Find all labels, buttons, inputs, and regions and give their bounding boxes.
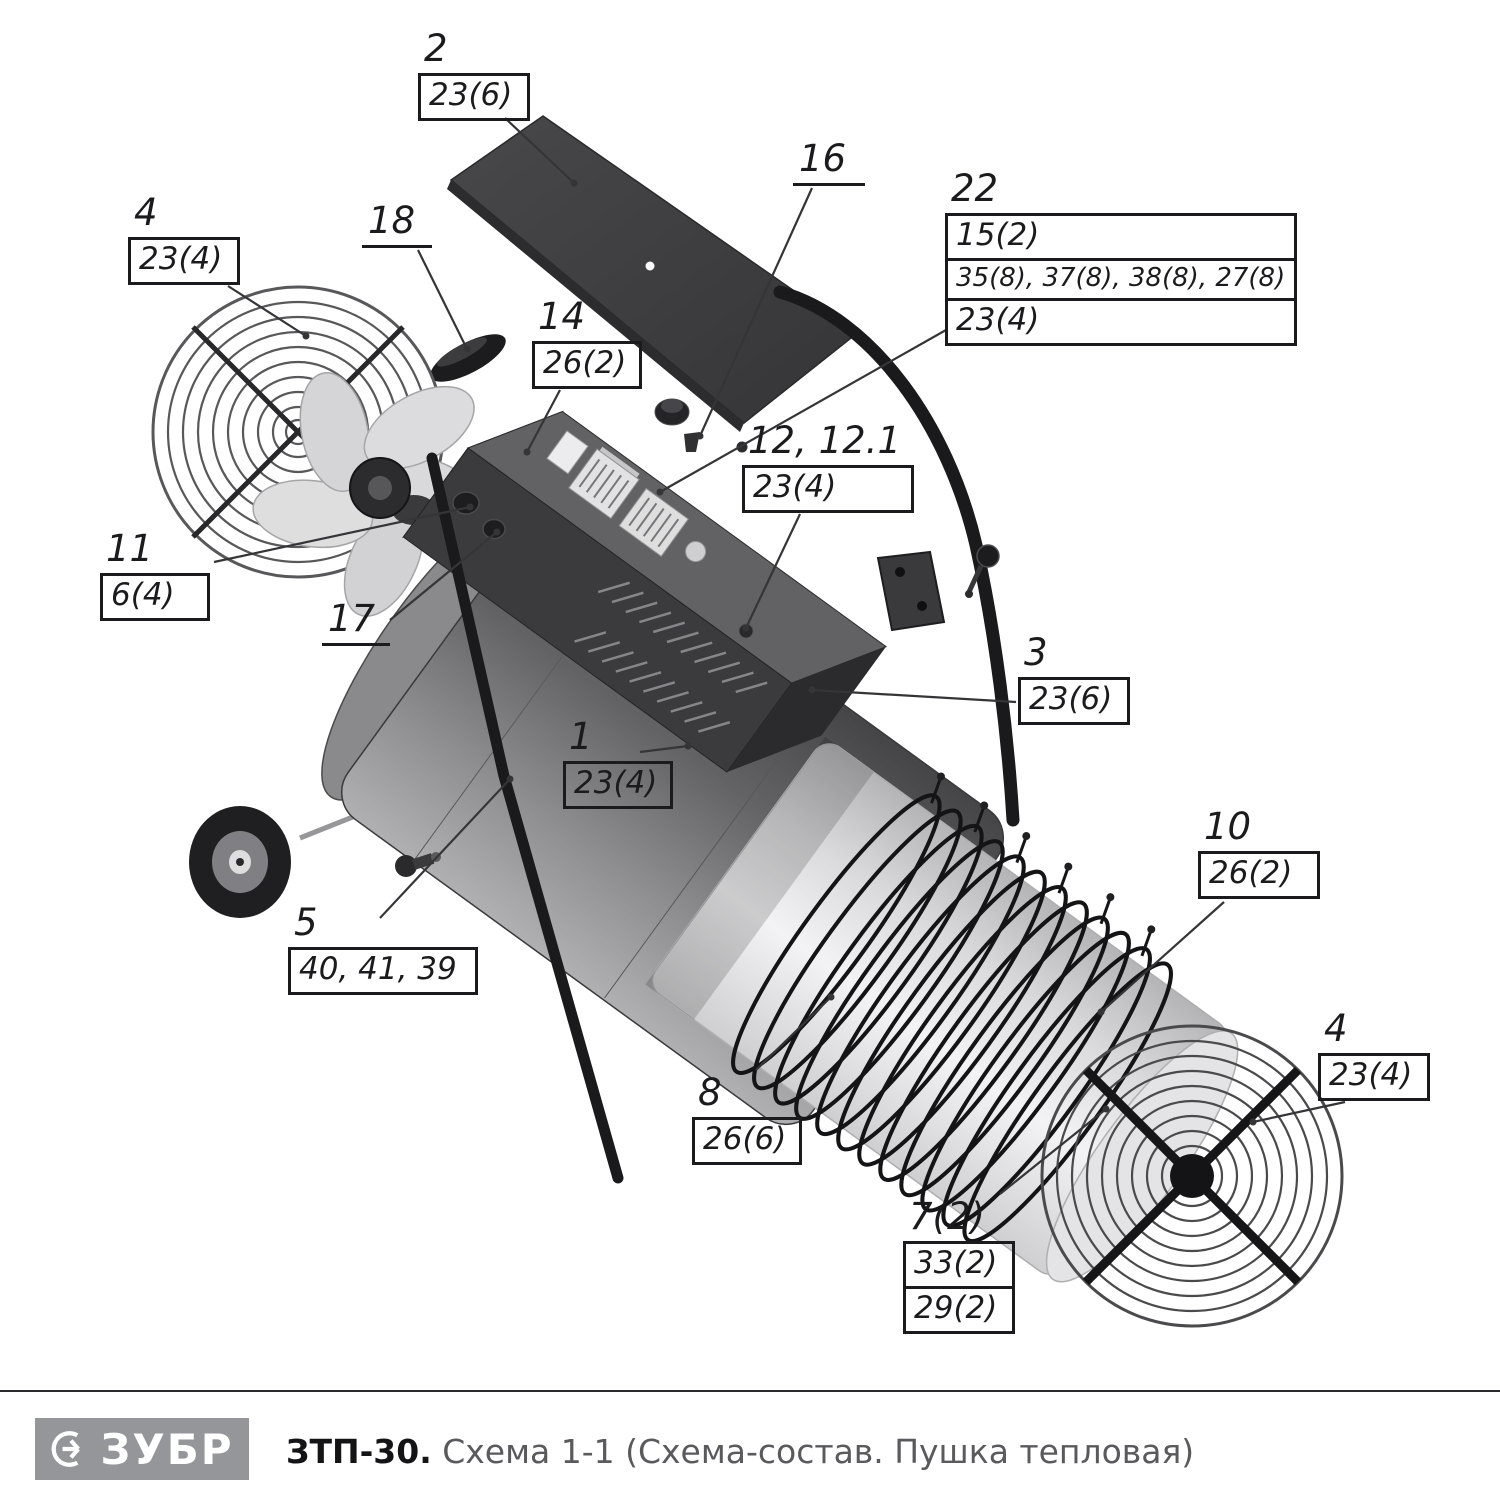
logo-text: ЗУБР (100, 1424, 234, 1474)
zubr-logo: ЗУБР (35, 1418, 249, 1480)
part-number: 18 (362, 200, 432, 248)
callout-part-1: 1 23(4) (563, 716, 673, 809)
callout-part-22: 22 15(2) 35(8), 37(8), 38(8), 27(8) 23(4… (945, 168, 1297, 346)
callout-part-10: 10 26(2) (1198, 806, 1320, 899)
part-qty-row: 23(4) (945, 301, 1297, 346)
callout-part-4-right: 4 23(4) (1318, 1008, 1430, 1101)
callout-part-8: 8 26(6) (692, 1072, 802, 1165)
part-number: 12, 12.1 (742, 420, 914, 468)
fixing-knob (965, 544, 1000, 598)
part-number: 11 (100, 528, 210, 576)
grip-pad (430, 334, 506, 382)
part-number: 16 (793, 138, 865, 186)
part-number: 17 (322, 598, 390, 646)
callout-part-2: 2 23(6) (418, 28, 530, 121)
part-number: 22 (945, 168, 1297, 216)
part-number: 4 (128, 192, 240, 240)
part-qty: 23(4) (128, 240, 240, 285)
part-qty-row: 35(8), 37(8), 38(8), 27(8) (945, 261, 1297, 301)
part-qty: 40, 41, 39 (288, 950, 478, 995)
callout-part-14: 14 26(2) (532, 296, 642, 389)
callout-part-18: 18 (362, 200, 432, 248)
callout-part-16: 16 (793, 138, 865, 186)
part-number: 8 (692, 1072, 802, 1120)
handle-tube (773, 285, 1020, 827)
callout-part-12: 12, 12.1 23(4) (742, 420, 914, 513)
callout-part-17: 17 (322, 598, 390, 646)
contactors (546, 430, 707, 563)
inner-cylinder (645, 736, 1239, 1283)
part-number: 3 (1018, 632, 1130, 680)
fan-guard-right (1040, 1024, 1344, 1328)
wheel (189, 806, 291, 918)
scheme-subtitle: Схема 1-1 (Схема-состав. Пушка тепловая) (431, 1432, 1195, 1471)
part-qty: 23(4) (563, 764, 673, 809)
part-number: 10 (1198, 806, 1320, 854)
callout-part-7: 7(2) 33(2) 29(2) (903, 1196, 1015, 1334)
part-qty-row: 15(2) (945, 216, 1297, 261)
vent-slots (574, 581, 768, 733)
leader-lines (213, 117, 1346, 1195)
callout-part-5: 5 40, 41, 39 (288, 902, 478, 995)
part-qty: 6(4) (100, 576, 210, 621)
part-qty: 23(6) (1018, 680, 1130, 725)
part-qty: 23(4) (1318, 1056, 1430, 1101)
part-number: 14 (532, 296, 642, 344)
part-qty-row: 33(2) (903, 1244, 1015, 1289)
top-cover-panel (447, 115, 858, 432)
part-qty: 26(6) (692, 1120, 802, 1165)
part-number: 5 (288, 902, 478, 950)
part-qty: 23(4) (742, 468, 914, 513)
callout-part-3: 3 23(6) (1018, 632, 1130, 725)
part-number: 7(2) (903, 1196, 1015, 1244)
part-number: 2 (418, 28, 530, 76)
model-name: ЗТП-30. (286, 1432, 432, 1471)
footer-divider (0, 1390, 1500, 1392)
main-body (321, 491, 1239, 1283)
part-qty: 23(6) (418, 76, 530, 121)
part-number: 4 (1318, 1008, 1430, 1056)
zubr-logo-icon (52, 1431, 81, 1467)
part-qty: 26(2) (1198, 854, 1320, 899)
part-qty-row: 29(2) (903, 1289, 1015, 1334)
callout-part-4-left: 4 23(4) (128, 192, 240, 285)
footer-title: ЗТП-30. Схема 1-1 (Схема-состав. Пушка т… (286, 1432, 1194, 1471)
support-leg (426, 452, 624, 1184)
part-number: 1 (563, 716, 673, 764)
callout-part-11: 11 6(4) (100, 528, 210, 621)
part-qty: 26(2) (532, 344, 642, 389)
